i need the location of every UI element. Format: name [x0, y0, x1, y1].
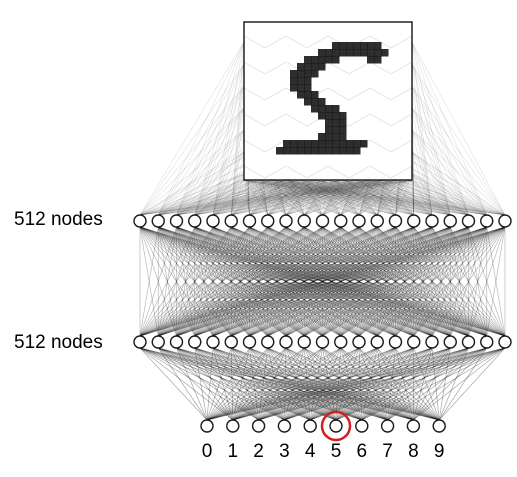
- hidden-layer-1-node: [388, 214, 403, 228]
- hidden2-output-edges: [139, 347, 506, 421]
- highlight-ring: [320, 410, 352, 442]
- output-node: [303, 419, 317, 433]
- hidden-layer-2-label: 512 nodes: [14, 332, 103, 353]
- input-digit-image: [243, 21, 413, 181]
- hidden-layer-1-node: [151, 214, 165, 228]
- hidden-layer-2-nodes: [133, 335, 512, 349]
- hidden-layer-2-node: [188, 335, 202, 349]
- hidden-layer-1-node: [297, 214, 311, 228]
- hidden-layer-1-node: [480, 214, 494, 228]
- output-digit-label: 9: [434, 441, 445, 462]
- hidden-layer-1-node: [224, 214, 238, 228]
- hidden-layer-1-nodes: [133, 214, 512, 228]
- hidden-layer-2-node: [388, 335, 403, 349]
- output-node: [277, 419, 292, 433]
- output-layer-nodes: [200, 419, 446, 433]
- hidden-layer-1-node: [279, 214, 293, 228]
- output-digit-label: 1: [228, 441, 239, 462]
- hidden-layer-2-node: [315, 335, 330, 349]
- hidden-layer-2-node: [224, 335, 238, 349]
- output-digit-label: 0: [202, 441, 213, 462]
- hidden1-hidden2-edges: [139, 226, 506, 337]
- hidden-layer-2-node: [151, 335, 165, 349]
- hidden-layer-1-node: [334, 214, 348, 228]
- hidden-layer-2-node: [334, 335, 348, 349]
- hidden-layer-1-node: [133, 214, 147, 228]
- output-digit-label: 8: [408, 441, 419, 462]
- hidden-layer-2-node: [443, 335, 457, 349]
- hidden-layer-1-node: [169, 214, 184, 228]
- hidden-layer-1-label: 512 nodes: [14, 209, 103, 230]
- output-digit-label: 2: [253, 441, 264, 462]
- output-node: [200, 419, 214, 433]
- hidden-layer-1-node: [352, 214, 366, 228]
- output-digit-label: 4: [305, 441, 316, 462]
- input-image-frame: [243, 21, 413, 181]
- hidden-layer-1-node: [498, 214, 512, 228]
- hidden-layer-2-node: [206, 335, 220, 349]
- output-digit-label: 6: [357, 441, 368, 462]
- hidden-layer-2-node: [425, 335, 439, 349]
- hidden-layer-1-node: [407, 214, 421, 228]
- hidden-layer-2-node: [133, 335, 147, 349]
- hidden-layer-2-node: [169, 335, 184, 349]
- hidden-layer-2-node: [461, 335, 476, 349]
- output-node: [406, 419, 421, 433]
- output-node: [355, 419, 369, 433]
- hidden-layer-2-node: [480, 335, 494, 349]
- output-node: [380, 419, 395, 433]
- hidden-layer-2-node: [242, 335, 257, 349]
- hidden-layer-2-node: [498, 335, 512, 349]
- output-digit-label: 7: [382, 441, 393, 462]
- hidden-layer-1-node: [206, 214, 220, 228]
- output-node: [432, 419, 446, 433]
- hidden-layer-2-node: [297, 335, 311, 349]
- hidden-layer-1-node: [261, 214, 275, 228]
- output-digit-label: 5: [331, 441, 342, 462]
- hidden-layer-1-node: [242, 214, 257, 228]
- hidden-layer-2-node: [261, 335, 275, 349]
- hidden-layer-1-node: [315, 214, 330, 228]
- hidden-layer-2-node: [279, 335, 293, 349]
- hidden-layer-1-node: [461, 214, 476, 228]
- output-node: [251, 419, 266, 433]
- hidden-layer-1-node: [443, 214, 457, 228]
- hidden-layer-2-node: [370, 335, 384, 349]
- hidden-layer-1-node: [370, 214, 384, 228]
- output-node: [329, 419, 343, 433]
- output-digit-label: 3: [279, 441, 290, 462]
- hidden-layer-1-node: [188, 214, 202, 228]
- hidden-layer-2-node: [407, 335, 421, 349]
- hidden-layer-1-node: [425, 214, 439, 228]
- hidden-layer-2-node: [352, 335, 366, 349]
- output-node: [226, 419, 240, 433]
